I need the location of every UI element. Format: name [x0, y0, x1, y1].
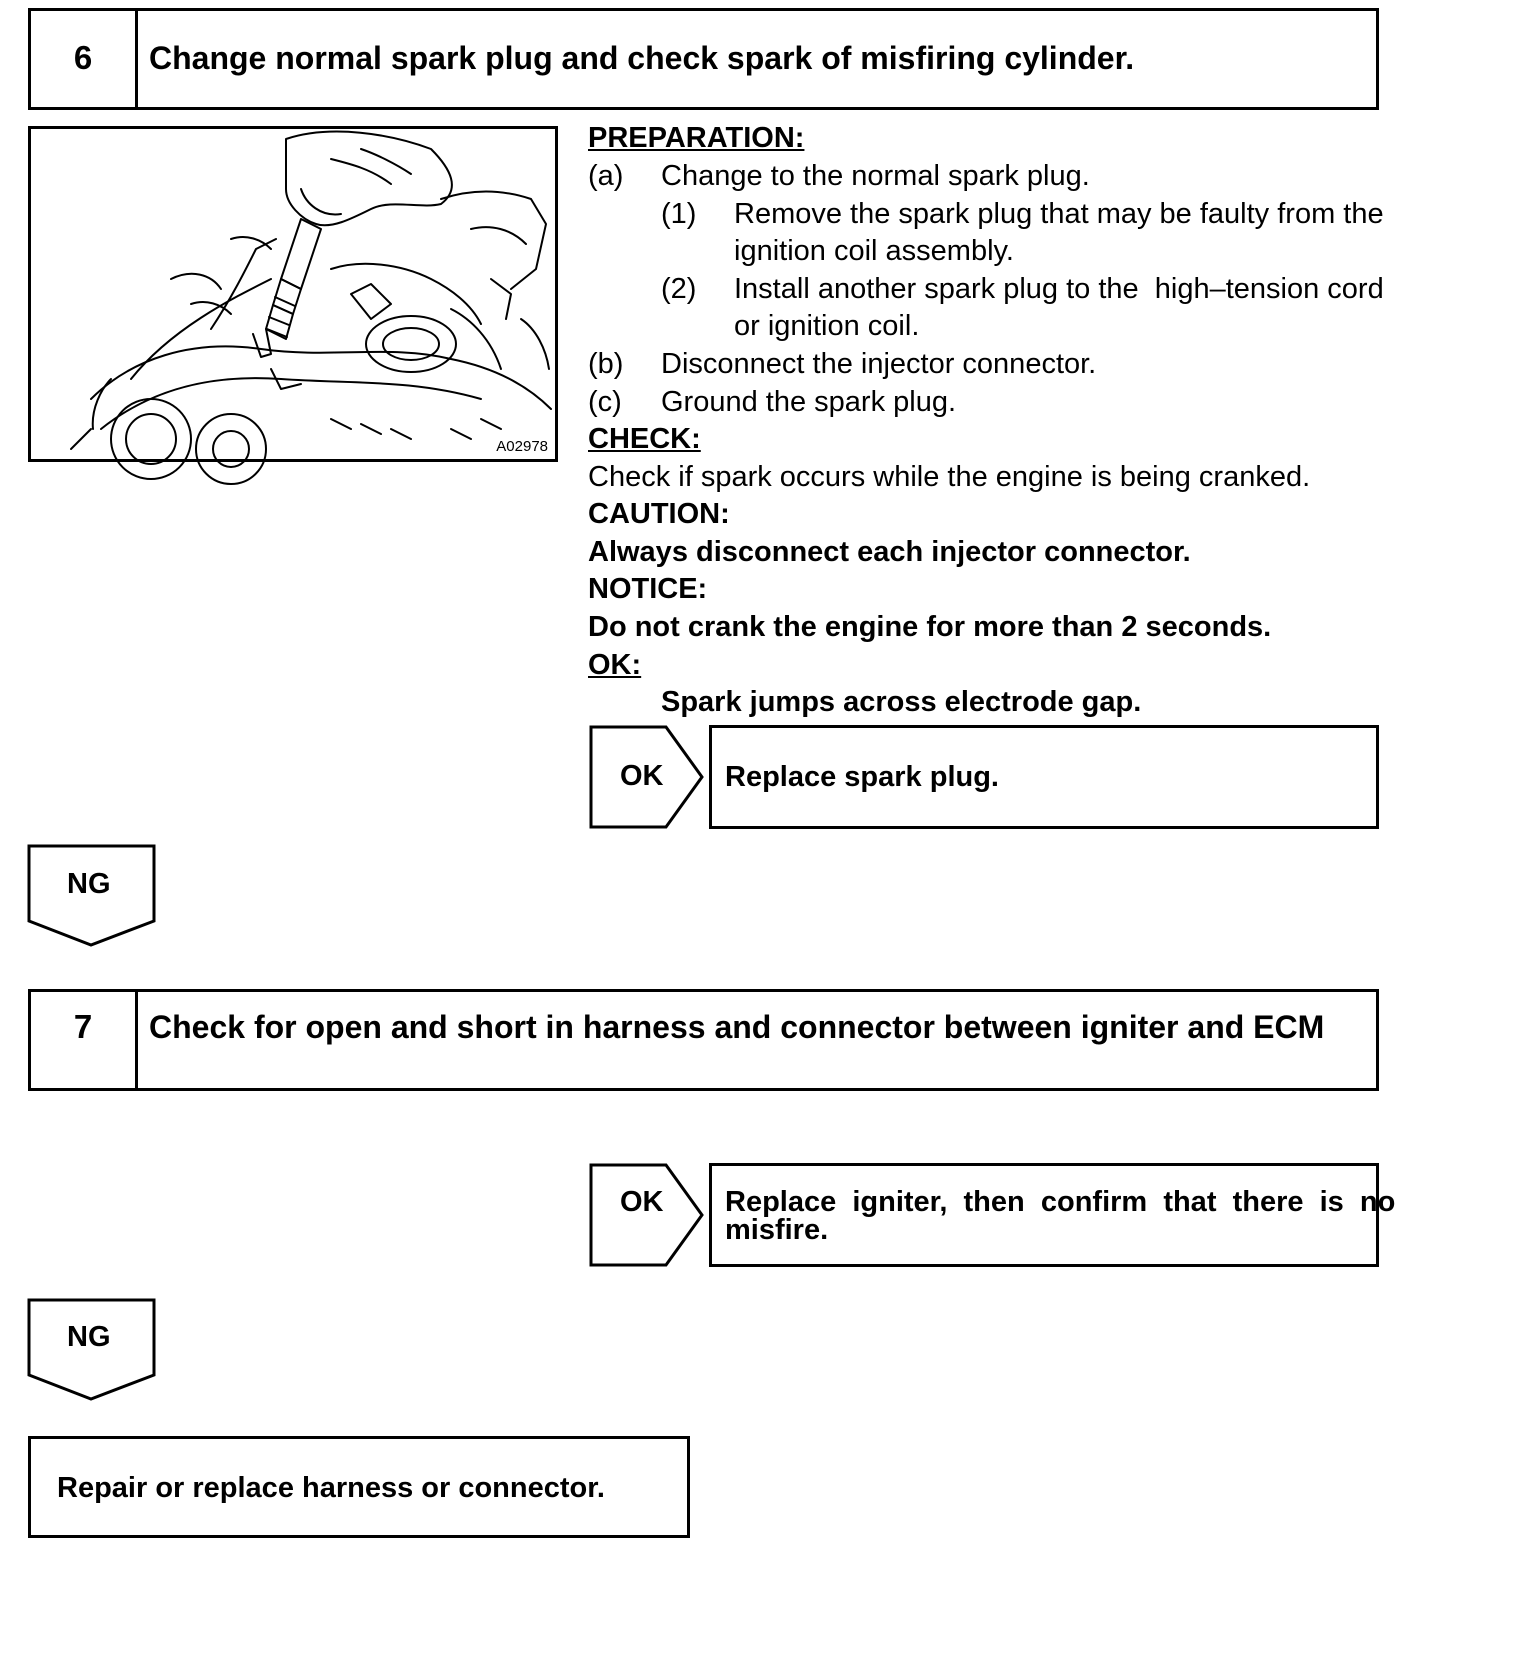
- item-b-marker: (b): [588, 348, 624, 380]
- step-6-ng-label: NG: [67, 868, 111, 900]
- step-6-ok-label: OK: [620, 760, 664, 792]
- step-7-title: Check for open and short in harness and …: [149, 1009, 1325, 1045]
- step-7-ok-result-box: Replace igniter, then confirm that there…: [709, 1163, 1395, 1267]
- step-7-ok-arrow: [589, 1163, 704, 1267]
- ok-heading: OK:: [588, 649, 642, 681]
- check-text: Check if spark occurs while the engine i…: [588, 461, 1311, 493]
- item-2-line1: Install another spark plug to the high–t…: [734, 273, 1384, 305]
- item-c-text: Ground the spark plug.: [661, 386, 957, 418]
- step-6-ok-result-box: Replace spark plug.: [709, 725, 1379, 829]
- item-b-text: Disconnect the injector connector.: [661, 348, 1097, 380]
- step-7-ok-result-line2: misfire.: [725, 1214, 829, 1246]
- step-6-divider: [135, 8, 138, 110]
- step-7-number: 7: [73, 1008, 93, 1045]
- ok-spec-text: Spark jumps across electrode gap.: [661, 686, 1142, 718]
- item-2-line2: or ignition coil.: [734, 310, 920, 342]
- item-1-marker: (1): [661, 198, 697, 230]
- step-6-ok-result: Replace spark plug.: [725, 761, 999, 793]
- caution-heading: CAUTION:: [588, 498, 730, 530]
- step-6-ng-arrow: [27, 844, 156, 947]
- step-7-ng-label: NG: [67, 1321, 111, 1353]
- step-7-header: 7 Check for open and short in harness an…: [28, 989, 1379, 1091]
- step-7-ng-arrow: [27, 1298, 156, 1401]
- item-2-marker: (2): [661, 273, 697, 305]
- notice-heading: NOTICE:: [588, 573, 708, 605]
- step-7-ok-result-line1: Replace igniter, then confirm that there…: [725, 1186, 1396, 1218]
- engine-drawing: [70, 130, 552, 485]
- preparation-heading: PREPARATION:: [588, 122, 805, 154]
- step-7-ok-label: OK: [620, 1186, 664, 1218]
- final-action-text: Repair or replace harness or connector.: [57, 1472, 605, 1504]
- item-a-marker: (a): [588, 160, 624, 192]
- step-6-ok-arrow: [589, 725, 704, 829]
- notice-text: Do not crank the engine for more than 2 …: [588, 611, 1272, 643]
- item-a-text: Change to the normal spark plug.: [661, 160, 1090, 192]
- caution-text: Always disconnect each injector connecto…: [588, 536, 1191, 568]
- item-1-line2: ignition coil assembly.: [734, 235, 1014, 267]
- figure-code: A02978: [495, 438, 549, 455]
- step-6-title: Change normal spark plug and check spark…: [149, 40, 1135, 76]
- spark-plug-illustration: A02978: [28, 126, 558, 485]
- item-c-marker: (c): [588, 386, 622, 418]
- step-6-header: 6 Change normal spark plug and check spa…: [28, 8, 1379, 110]
- check-heading: CHECK:: [588, 423, 701, 455]
- item-1-line1: Remove the spark plug that may be faulty…: [734, 198, 1384, 230]
- step-6-number: 6: [73, 39, 93, 76]
- final-action-box: Repair or replace harness or connector.: [28, 1436, 690, 1538]
- step-7-divider: [135, 989, 138, 1091]
